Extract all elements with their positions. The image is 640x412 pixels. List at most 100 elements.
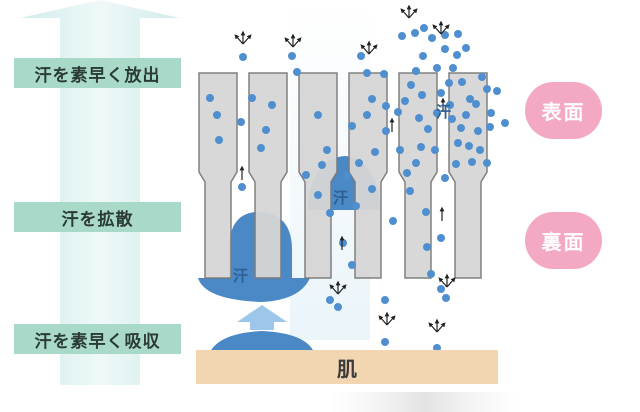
small-rise-arrows (239, 97, 446, 250)
sweat-droplet (427, 270, 435, 278)
vapor-release-icon (329, 280, 347, 295)
sweat-droplet (394, 108, 402, 116)
sweat-droplet (396, 146, 404, 154)
sweat-droplets (206, 24, 509, 352)
sweat-droplet (501, 119, 509, 127)
sweat-droplet (326, 296, 334, 304)
sweat-droplet (442, 294, 450, 302)
fiber-column (248, 72, 288, 279)
fiber-column (448, 72, 488, 279)
step-spread-label: 汗を拡散 (14, 202, 181, 232)
sweat-droplet (382, 102, 390, 110)
sweat-droplet (206, 94, 214, 102)
sweat-droplet (486, 123, 494, 131)
sweat-droplet-skin (210, 331, 314, 352)
sweat-droplet (437, 285, 445, 293)
sweat-droplet (457, 124, 465, 132)
sweat-droplet (445, 79, 453, 87)
sweat-droplet (318, 161, 326, 169)
sweat-droplet (363, 111, 371, 119)
sweat-droplet (428, 34, 436, 42)
sweat-droplet (371, 148, 379, 156)
vapor-arrow (436, 322, 446, 333)
vapor-release-icon (284, 33, 302, 48)
vapor-arrow (400, 8, 410, 19)
sweat-droplet (239, 53, 247, 61)
sweat-pool-lower (198, 278, 310, 302)
sweat-droplet (478, 73, 486, 81)
sweat-droplet (348, 122, 356, 130)
sweat-droplet (462, 111, 470, 119)
sweat-droplet (213, 111, 221, 119)
vapor-arrow (432, 24, 442, 35)
sweat-droplet (288, 52, 296, 60)
sweat-droplet (262, 126, 270, 134)
vapor-arrow (428, 322, 438, 333)
sweat-droplet (431, 146, 439, 154)
sweat-droplet (237, 118, 245, 126)
sweat-label-lower: 汗 (233, 267, 249, 285)
sweat-droplet (302, 171, 310, 179)
vapor-arrow (378, 315, 388, 326)
vapor-arrow (438, 277, 448, 288)
sweat-droplet (314, 191, 322, 199)
sweat-droplet (423, 243, 431, 251)
sweat-droplet (483, 85, 491, 93)
vapor-arrow (440, 24, 450, 35)
vapor-release-icon (428, 318, 446, 333)
sweat-droplet (422, 208, 430, 216)
sweat-droplet (441, 31, 449, 39)
sweat-droplet (487, 109, 495, 117)
sweat-droplet (418, 91, 426, 99)
sweat-droplet (381, 296, 389, 304)
sweat-droplet (437, 234, 445, 242)
sweat-droplet (449, 64, 457, 72)
sweat-droplet (419, 52, 427, 60)
sweat-droplet (466, 95, 474, 103)
sweat-droplet (468, 158, 476, 166)
vapor-release-icon (378, 311, 396, 326)
sweat-droplet (476, 146, 484, 154)
sweat-droplet (472, 100, 480, 108)
sweat-droplet (381, 338, 389, 346)
vapor-arrow (360, 44, 370, 55)
upward-flow-arrow (20, 0, 180, 385)
vapor-arrow (386, 315, 396, 326)
fiber-column (348, 72, 388, 279)
sweat-droplet (433, 109, 441, 117)
sweat-droplet (446, 101, 454, 109)
sweat-droplet (412, 67, 420, 75)
sweat-droplet (453, 51, 461, 59)
sweat-droplet (458, 78, 466, 86)
skin-bar: 肌 (196, 350, 498, 384)
vapor-arrow (368, 44, 378, 55)
sweat-droplet (452, 160, 460, 168)
vapor-arrow (242, 34, 252, 45)
sweat-droplet (293, 68, 301, 76)
sweat-droplet (462, 44, 470, 52)
sweat-droplet (398, 32, 406, 40)
sweat-droplet (424, 125, 432, 133)
sweat-droplet (406, 187, 414, 195)
sweat-label-upper: 汗 (436, 103, 452, 121)
sweat-droplet (314, 111, 322, 119)
vapor-arrow (337, 284, 347, 295)
fiber-column (298, 72, 338, 279)
vapor-arrow (284, 37, 294, 48)
sweat-droplet (389, 217, 397, 225)
sweat-label-middle: 汗 (333, 189, 349, 207)
sweat-droplet (483, 159, 491, 167)
sweat-droplet (257, 144, 265, 152)
sweat-droplet (401, 97, 409, 105)
sweat-droplet (343, 172, 351, 180)
sweat-droplet (268, 101, 276, 109)
fiber-column (198, 72, 238, 279)
sweat-droplet (382, 127, 390, 135)
floor-shadow (330, 392, 520, 412)
sweat-droplet (215, 136, 223, 144)
sweat-droplet (238, 183, 246, 191)
step-quick-absorb-label: 汗を素早く吸収 (14, 324, 181, 354)
sweat-droplet (454, 139, 462, 147)
sweat-droplet (454, 30, 462, 38)
